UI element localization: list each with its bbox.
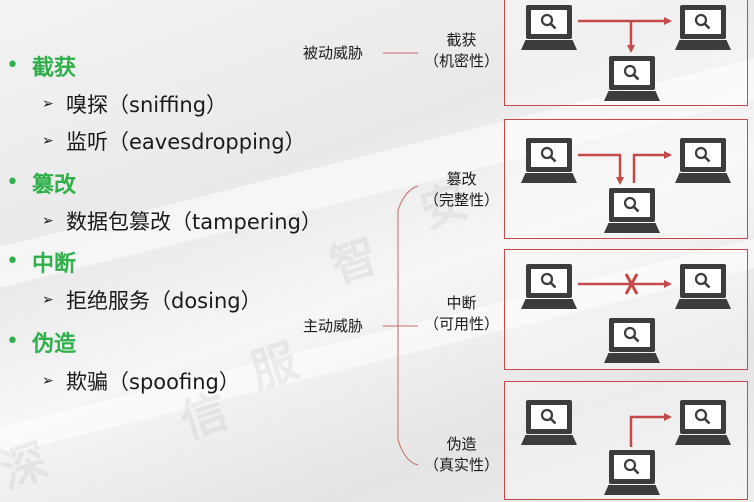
list-item-label: 欺骗（spoofing） [66,370,240,394]
arrow-bullet-icon: ➢ [42,213,54,229]
computer-icon [604,318,660,364]
computer-icon [604,188,660,234]
magnifier-icon [623,326,640,343]
arrow-bullet-icon: ➢ [42,133,54,149]
magnifier-icon [540,146,557,163]
magnifier-icon [694,272,711,289]
magnifier-icon [694,408,711,425]
magnifier-icon [623,196,640,213]
magnifier-icon [694,146,711,163]
list-item-label: 监听（eavesdropping） [66,130,306,154]
category-interrupt: • 中断 [6,246,76,278]
arrow-bullet-icon: ➢ [42,96,54,112]
magnifier-icon [694,13,711,30]
x-mark-icon [624,273,639,295]
attack-property: （可用性） [424,315,500,333]
computer-icon [521,264,577,310]
arrow-bullet-icon: ➢ [42,373,54,389]
attack-name: 篡改 [446,170,477,188]
attack-property: （机密性） [424,52,500,70]
computer-icon [675,264,731,310]
computer-icon [604,450,660,496]
category-label: 篡改 [32,173,77,198]
attack-property: （完整性） [424,191,500,209]
attack-name: 截获 [446,31,477,49]
arrow-tamper-out [632,151,672,183]
category-forge: • 伪造 [6,326,76,358]
passive-threat-label: 被动威胁 [303,44,364,62]
attack-property: （真实性） [424,456,500,474]
category-tamper: • 篡改 [6,167,76,199]
magnifier-icon [540,272,557,289]
category-intercept: • 截获 [6,50,76,82]
computer-icon [521,138,577,184]
attack-label-interrupt: 中断 （可用性） [424,293,499,335]
computer-icon [675,138,731,184]
list-item: ➢ 拒绝服务（dosing） [42,285,262,315]
category-label: 伪造 [32,332,77,357]
magnifier-icon [540,13,557,30]
active-threat-label: 主动威胁 [303,317,364,335]
computer-icon [604,56,660,102]
arrow-tamper-in [578,153,624,185]
attack-label-intercept: 截获 （机密性） [424,30,499,72]
list-item: ➢ 嗅探（sniffing） [42,89,227,119]
list-item: ➢ 欺骗（spoofing） [42,366,240,396]
bullet-icon: • [6,53,19,78]
list-item: ➢ 数据包篡改（tampering） [42,206,322,236]
computer-icon [675,5,731,51]
magnifier-icon [540,408,557,425]
category-label: 中断 [32,252,77,277]
arrow-forge [629,413,672,447]
list-item-label: 数据包篡改（tampering） [66,210,322,234]
bullet-icon: • [6,329,19,354]
computer-icon [675,400,731,446]
list-item-label: 拒绝服务（dosing） [66,289,262,313]
attack-label-forge: 伪造 （真实性） [424,434,499,476]
arrow-bullet-icon: ➢ [42,292,54,308]
attack-label-tamper: 篡改 （完整性） [424,169,499,211]
attack-name: 伪造 [446,435,477,453]
magnifier-icon [623,64,640,81]
attack-name: 中断 [446,294,477,312]
bullet-icon: • [6,249,19,274]
computer-icon [521,400,577,446]
bullet-icon: • [6,170,19,195]
list-item: ➢ 监听（eavesdropping） [42,126,306,156]
category-label: 截获 [32,56,77,81]
computer-icon [521,5,577,51]
list-item-label: 嗅探（sniffing） [66,93,228,117]
magnifier-icon [623,458,640,475]
